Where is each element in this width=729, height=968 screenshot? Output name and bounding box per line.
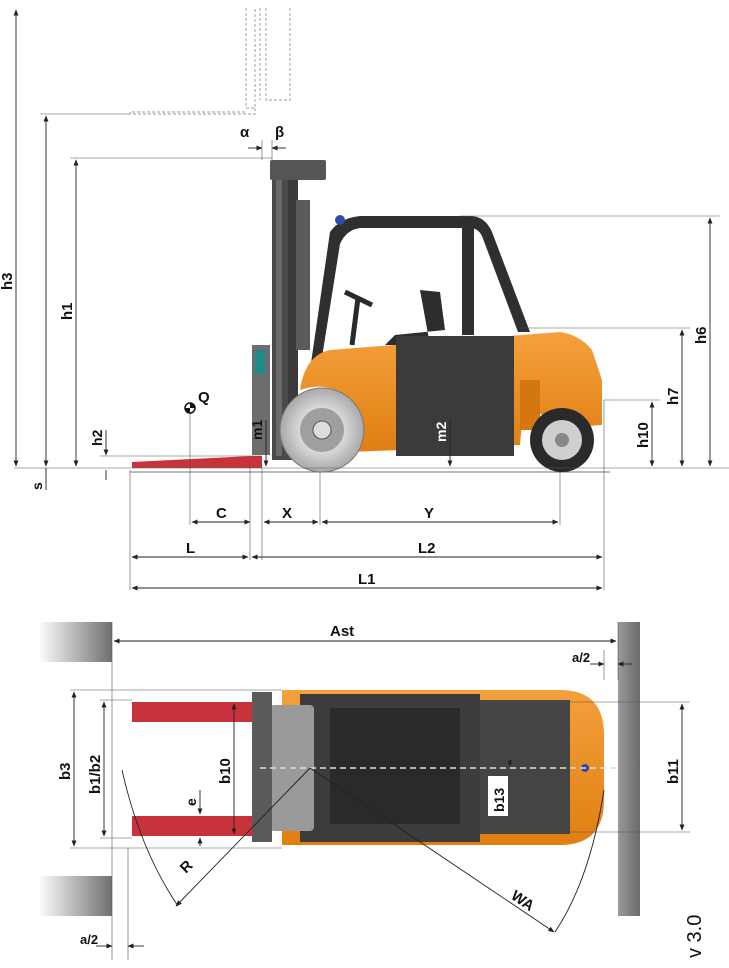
label-h2: h2 bbox=[89, 429, 105, 446]
cab-interior bbox=[343, 289, 445, 346]
label-alpha: α bbox=[240, 124, 250, 141]
label-ast: Ast bbox=[330, 623, 354, 640]
rear-wheel bbox=[530, 408, 594, 472]
label-h1: h1 bbox=[59, 302, 76, 320]
b13-label-box: b13 bbox=[488, 776, 508, 816]
label-beta: β bbox=[275, 124, 284, 141]
load-center-marker bbox=[184, 402, 196, 525]
wall-left-bottom bbox=[38, 876, 112, 916]
wall-left-top bbox=[38, 622, 112, 662]
version-label: v 3.0 bbox=[684, 914, 706, 958]
truck-body bbox=[300, 332, 602, 456]
label-m2: m2 bbox=[433, 422, 449, 442]
label-r: R bbox=[177, 857, 197, 877]
label-wa: WA bbox=[508, 887, 538, 915]
label-x: X bbox=[282, 505, 292, 522]
wall-right bbox=[618, 622, 640, 916]
label-h10: h10 bbox=[635, 422, 652, 448]
mast bbox=[252, 160, 326, 460]
label-h3: h3 bbox=[0, 272, 16, 290]
side-view: α β Q C X Y L L2 L1 h3 h1 h2 s m1 m2 h6 … bbox=[0, 8, 729, 591]
front-wheel bbox=[279, 387, 365, 473]
label-c: C bbox=[216, 505, 227, 522]
label-e: e bbox=[183, 798, 199, 806]
label-l: L bbox=[186, 540, 195, 557]
label-h6: h6 bbox=[693, 326, 710, 344]
label-b3: b3 bbox=[57, 762, 74, 780]
label-m1: m1 bbox=[249, 420, 265, 440]
overhead-guard bbox=[310, 215, 530, 370]
label-b1b2: b1/b2 bbox=[87, 755, 104, 794]
label-a2-bottom: a/2 bbox=[80, 932, 98, 947]
top-view: Ast a/2 a/2 R WA b3 b1/b2 b10 e b13 b11 bbox=[38, 622, 690, 960]
label-a2-top: a/2 bbox=[572, 650, 590, 665]
label-b13: b13 bbox=[491, 788, 507, 812]
label-q: Q bbox=[198, 389, 210, 406]
raised-mast-outline bbox=[129, 8, 291, 115]
top-fork-lower bbox=[132, 816, 252, 836]
label-l1: L1 bbox=[358, 571, 376, 588]
label-y: Y bbox=[424, 505, 434, 522]
side-fork bbox=[132, 456, 262, 468]
label-s: s bbox=[29, 482, 45, 490]
label-l2: L2 bbox=[418, 540, 436, 557]
label-b11: b11 bbox=[665, 759, 682, 784]
top-fork-upper bbox=[132, 702, 252, 722]
label-h7: h7 bbox=[665, 387, 682, 405]
label-b10: b10 bbox=[217, 758, 234, 784]
